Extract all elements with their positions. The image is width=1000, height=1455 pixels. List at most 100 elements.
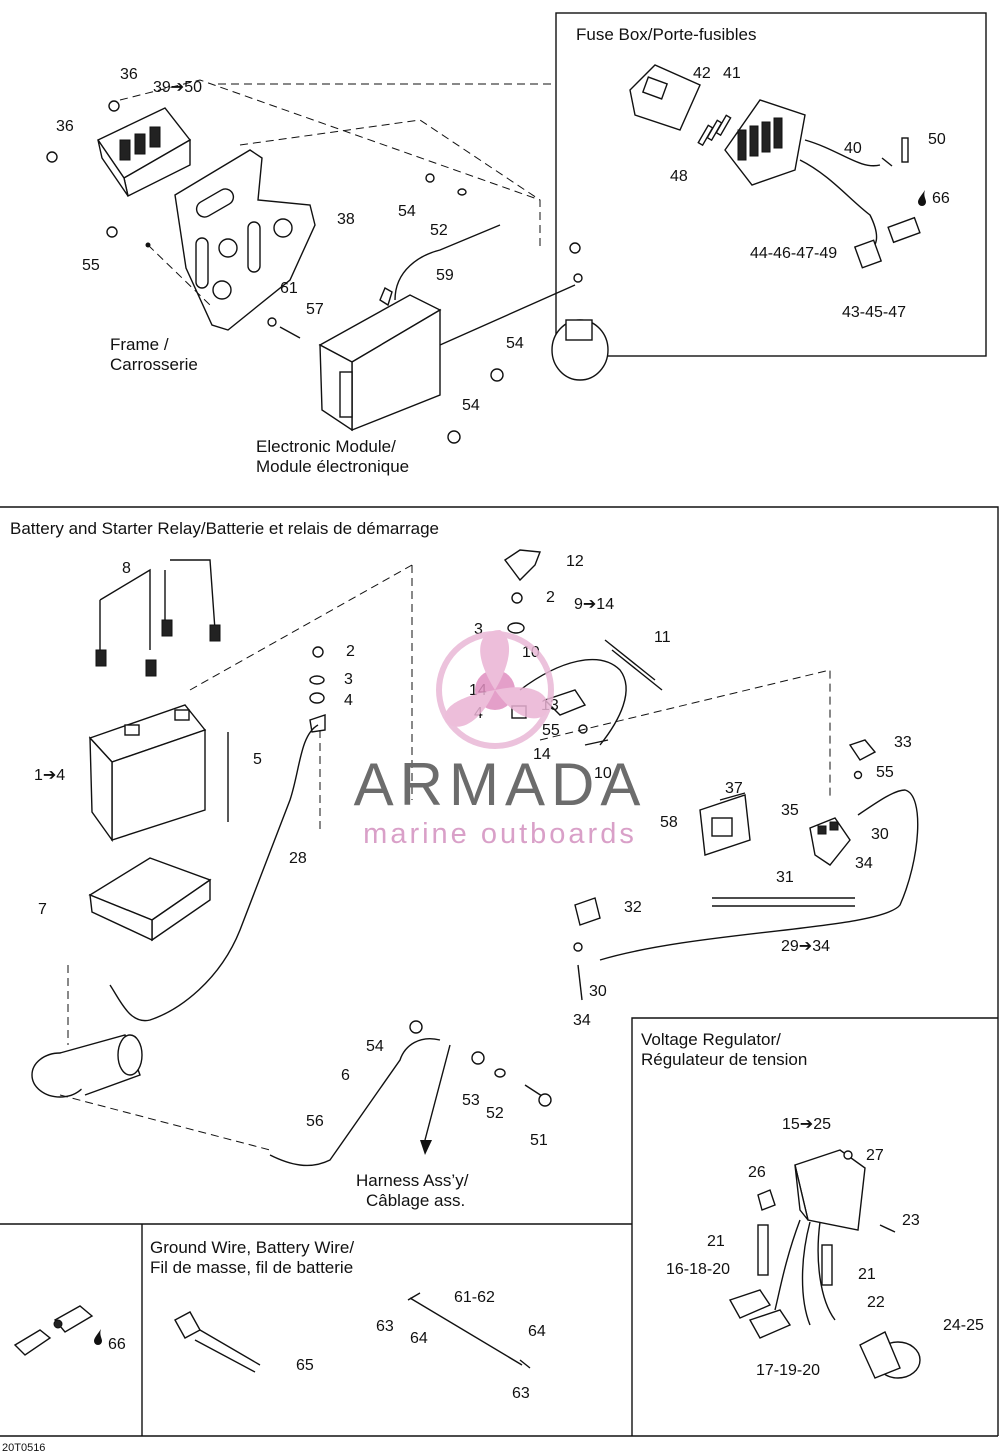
screw-26	[757, 1189, 776, 1211]
part-label: 29➔34	[781, 938, 830, 955]
propeller-blade-icon	[495, 687, 548, 719]
part-label: 2	[346, 643, 355, 660]
screw-37	[719, 792, 746, 801]
ground-title-line1: Ground Wire, Battery Wire/	[150, 1238, 354, 1257]
part-label: 33	[894, 734, 912, 751]
part-label: 43-45-47	[842, 304, 906, 321]
part-label: 55	[542, 722, 560, 739]
washer-3	[507, 622, 525, 634]
part-label: 35	[781, 802, 799, 819]
electronic-module	[318, 286, 442, 432]
part-label: 55	[82, 257, 100, 274]
part-label: 52	[486, 1105, 504, 1122]
part-label: 27	[866, 1147, 884, 1164]
cable-9-14	[519, 658, 627, 746]
fuse-box-frame	[555, 12, 987, 357]
cap-33	[848, 739, 877, 761]
harness-arrow-line	[424, 1044, 451, 1141]
nut-54c	[425, 173, 435, 183]
part-label: 3	[474, 621, 483, 638]
sleeve-21b	[821, 1244, 833, 1286]
lubricant-drop-icon	[918, 190, 926, 206]
cap-13	[543, 689, 587, 716]
ground-cable-6	[269, 1038, 441, 1167]
part-label: 21	[858, 1266, 876, 1283]
part-label: 58	[660, 814, 678, 831]
part-label: 5	[253, 751, 262, 768]
sleeve-21a	[757, 1224, 769, 1276]
part-label: 56	[306, 1113, 324, 1130]
part-label: 66	[932, 190, 950, 207]
propeller-blade-icon	[480, 630, 510, 690]
part-label: 40	[844, 140, 862, 157]
part-label: 1➔4	[34, 767, 65, 784]
screw-57	[279, 326, 301, 339]
cable-29-34	[599, 789, 919, 961]
part-label: 61	[280, 280, 298, 297]
part-label: 3	[344, 671, 353, 688]
part-label: 11	[654, 629, 671, 646]
part-label: 63	[512, 1385, 530, 1402]
fuse-box-cover	[629, 64, 701, 131]
frame-leader	[147, 244, 211, 306]
starter-solenoid-top	[551, 242, 609, 381]
terminal-14	[584, 739, 609, 746]
harness-callout-line1: Harness Ass’y/	[356, 1171, 469, 1190]
screw-2	[511, 592, 523, 604]
screw-36a	[108, 100, 120, 112]
part-label: 2	[546, 589, 555, 606]
lubricant-drop-icon	[94, 1329, 102, 1345]
nut-27	[843, 1150, 853, 1160]
part-label: 65	[296, 1357, 314, 1374]
electronic-module-callout-line2: Module électronique	[256, 457, 409, 476]
part-label: 42	[693, 65, 711, 82]
part-label: 34	[855, 855, 873, 872]
battery	[88, 704, 207, 843]
part-label: 59	[436, 267, 454, 284]
nut-34	[573, 942, 583, 952]
part-label: 51	[530, 1132, 548, 1149]
frame-point	[145, 242, 151, 248]
propeller-blade-icon	[444, 690, 495, 727]
hardware-right	[409, 1020, 552, 1107]
part-label: 12	[566, 553, 584, 570]
nut-55b	[578, 724, 588, 734]
module-cable	[439, 284, 576, 346]
starter-motor	[31, 1034, 143, 1098]
battery-straps	[95, 559, 221, 677]
part-label: 23	[902, 1212, 920, 1229]
part-label: 16-18-20	[666, 1261, 730, 1278]
frame-callout-line2: Carrosserie	[110, 355, 198, 374]
armada-logo	[436, 630, 554, 749]
stud-34	[577, 964, 583, 1001]
sleeve-11b	[611, 649, 663, 691]
module-wire	[394, 224, 501, 301]
fuse-connector-block	[96, 107, 192, 198]
part-label: 22	[867, 1294, 885, 1311]
top-labels: 36 36 39➔50 38 55 61 57 54 52 59 54 54	[56, 66, 524, 414]
part-label: 64	[410, 1330, 428, 1347]
part-label: 6	[341, 1067, 350, 1084]
part-label: 61-62	[454, 1289, 495, 1306]
part-label: 38	[337, 211, 355, 228]
part-label: 28	[289, 850, 307, 867]
cap-12	[503, 549, 541, 582]
part-label: 37	[725, 780, 743, 797]
part-label: 24-25	[943, 1317, 984, 1334]
connector-24-25	[859, 1331, 921, 1379]
part-label: 54	[462, 397, 480, 414]
figure-code: 20T0516	[2, 1442, 45, 1454]
part-label: 14	[533, 746, 551, 763]
part-label: 55	[876, 764, 894, 781]
part-label: 36	[56, 118, 74, 135]
harness-arrow-head	[420, 1140, 432, 1155]
part-label: 66	[108, 1336, 126, 1353]
harness-callout-line2: Câblage ass.	[366, 1191, 465, 1210]
cable-28	[109, 724, 319, 1022]
ground-labels: 66 61-62 63 64 64 63 65	[108, 1289, 546, 1402]
fuse-holder	[724, 99, 806, 186]
part-label: 32	[624, 899, 642, 916]
part-label: 63	[376, 1318, 394, 1335]
fuse-wires	[799, 139, 881, 256]
part-label: 54	[506, 335, 524, 352]
